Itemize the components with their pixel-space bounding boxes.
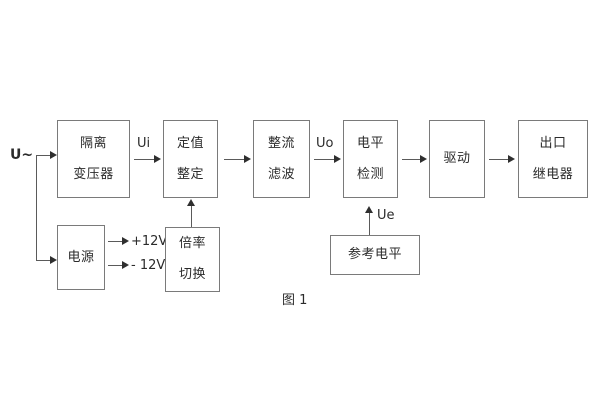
block-level-detection-line2: 检测 bbox=[356, 166, 384, 182]
wire-rail-negative bbox=[108, 265, 124, 266]
block-multiplier-switch-line2: 切换 bbox=[178, 267, 206, 282]
block-output-relay[interactable]: 出口 继电器 bbox=[518, 120, 588, 198]
block-setting-value-line1: 定值 bbox=[176, 135, 204, 151]
wire-multiplier-to-setting bbox=[191, 205, 192, 227]
block-multiplier-switch[interactable]: 倍率 切换 bbox=[165, 227, 220, 292]
input-branch-vertical-wire bbox=[36, 155, 37, 260]
figure-caption: 图 1 bbox=[282, 293, 308, 308]
wire-setting-to-rectify bbox=[224, 159, 246, 160]
rail-label-positive: +12V bbox=[131, 234, 168, 249]
arrow-drive-to-relay-icon bbox=[508, 155, 515, 163]
block-drive-line1: 驱动 bbox=[443, 151, 471, 166]
arrow-rectify-to-level-icon bbox=[334, 155, 341, 163]
block-output-relay-line1: 出口 bbox=[539, 135, 567, 151]
signal-label-ue: Ue bbox=[377, 208, 395, 223]
block-rectify-filter[interactable]: 整流 滤波 bbox=[253, 120, 310, 198]
arrow-setting-to-rectify-icon bbox=[244, 155, 251, 163]
block-isolation-transformer-line1: 隔离 bbox=[79, 135, 107, 151]
arrow-multiplier-to-setting-icon bbox=[187, 199, 195, 206]
block-drive[interactable]: 驱动 bbox=[429, 120, 485, 198]
input-source-label: U~ bbox=[10, 147, 34, 163]
arrow-to-isolation-transformer-icon bbox=[50, 151, 57, 159]
arrow-to-power-supply-icon bbox=[50, 256, 57, 264]
block-rectify-filter-line2: 滤波 bbox=[267, 166, 295, 182]
input-branch-bottom-wire bbox=[36, 260, 52, 261]
block-power-supply[interactable]: 电源 bbox=[57, 225, 105, 290]
block-setting-value[interactable]: 定值 整定 bbox=[163, 120, 218, 198]
block-level-detection-line1: 电平 bbox=[356, 135, 384, 151]
wire-reference-to-level bbox=[369, 212, 370, 235]
block-isolation-transformer-line2: 变压器 bbox=[73, 166, 114, 182]
signal-label-ui: Ui bbox=[137, 136, 151, 151]
block-setting-value-line2: 整定 bbox=[176, 166, 204, 182]
wire-isolation-to-setting bbox=[134, 159, 156, 160]
block-reference-level-line1: 参考电平 bbox=[347, 247, 402, 262]
block-isolation-transformer[interactable]: 隔离 变压器 bbox=[57, 120, 130, 198]
arrow-reference-to-level-icon bbox=[365, 206, 373, 213]
arrow-level-to-drive-icon bbox=[420, 155, 427, 163]
block-reference-level[interactable]: 参考电平 bbox=[330, 235, 420, 275]
arrow-rail-positive-icon bbox=[122, 237, 129, 245]
block-power-supply-line1: 电源 bbox=[67, 249, 95, 265]
block-output-relay-line2: 继电器 bbox=[532, 166, 574, 182]
input-branch-top-wire bbox=[36, 155, 52, 156]
block-level-detection[interactable]: 电平 检测 bbox=[343, 120, 398, 198]
wire-rail-positive bbox=[108, 241, 124, 242]
block-multiplier-switch-line1: 倍率 bbox=[178, 236, 206, 251]
wire-drive-to-relay bbox=[489, 159, 511, 160]
wire-rectify-to-level bbox=[314, 159, 336, 160]
block-rectify-filter-line1: 整流 bbox=[267, 135, 295, 151]
signal-label-uo: Uo bbox=[316, 136, 334, 151]
arrow-isolation-to-setting-icon bbox=[154, 155, 161, 163]
wire-level-to-drive bbox=[402, 159, 424, 160]
arrow-rail-negative-icon bbox=[122, 261, 129, 269]
rail-label-negative: - 12V bbox=[131, 258, 166, 273]
